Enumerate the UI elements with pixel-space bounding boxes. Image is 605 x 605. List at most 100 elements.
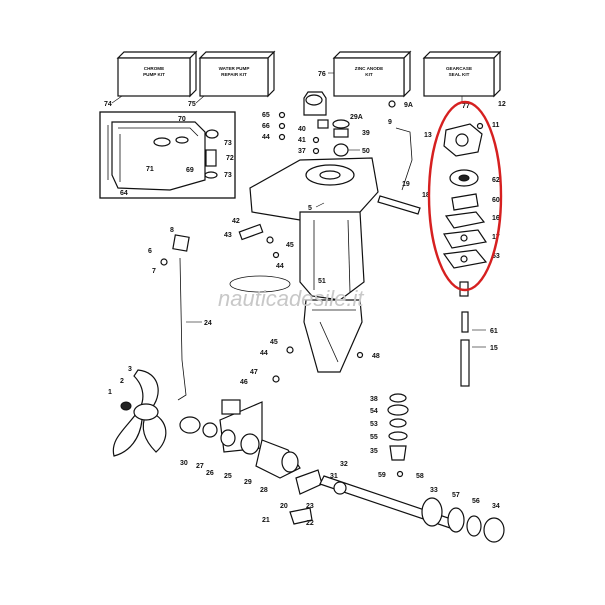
callout-58: 58: [416, 473, 424, 480]
callout-59: 59: [378, 472, 386, 479]
callout-25: 25: [224, 473, 232, 480]
callout-73: 73: [224, 140, 232, 147]
callout-23: 23: [306, 503, 314, 510]
callout-34: 34: [492, 503, 500, 510]
kit-label-line1: WATER PUMP: [219, 66, 250, 71]
callout-65: 65: [262, 112, 270, 119]
callout-11: 11: [492, 122, 500, 129]
callout-30: 30: [180, 460, 188, 467]
callout-60: 60: [492, 197, 500, 204]
driveshaft-housing: 5 51 48: [249, 157, 380, 373]
callout-69: 69: [186, 167, 194, 174]
callout-73b: 73: [224, 172, 232, 179]
small-parts-top: 65 66 44 40 41 37 29A 39 50 9A 9: [262, 91, 413, 191]
callout-6: 6: [148, 248, 152, 255]
callout-22: 22: [306, 520, 314, 527]
callout-29: 29: [244, 479, 252, 486]
propeller-shaft: 32 59 58 33 57 56 34: [319, 461, 505, 543]
callout-75: 75: [188, 101, 196, 108]
callout-57: 57: [452, 492, 460, 499]
callout-24: 24: [204, 320, 212, 327]
callout-76: 76: [318, 71, 326, 78]
callout-50: 50: [362, 148, 370, 155]
callout-48: 48: [372, 353, 380, 360]
inset-exhaust-housing: 70 73 72 73 69 71 64: [99, 111, 236, 199]
callout-44: 44: [262, 134, 270, 141]
callout-16: 16: [492, 215, 500, 222]
kit-box-zinc-anode: ZINC ANODE KIT 76: [318, 50, 412, 98]
shift-rod: 8 6 7 24: [148, 227, 212, 401]
callout-53: 53: [370, 421, 378, 428]
callout-47: 47: [250, 369, 258, 376]
callout-66: 66: [262, 123, 270, 130]
callout-54: 54: [370, 408, 378, 415]
callout-26: 26: [206, 470, 214, 477]
callout-40: 40: [298, 126, 306, 133]
callout-44c: 44: [260, 350, 268, 357]
callout-74: 74: [104, 101, 112, 108]
kit-box-gearcase-seal: GEARCASE SEAL KIT 77: [422, 50, 502, 110]
callout-9a: 9A: [404, 102, 413, 109]
callout-51: 51: [318, 278, 326, 285]
pinion-stack: 38 54 53 55 35: [370, 393, 409, 461]
callout-46: 46: [240, 379, 248, 386]
callout-28: 28: [260, 487, 268, 494]
callout-55: 55: [370, 434, 378, 441]
callout-64: 64: [120, 190, 128, 197]
kit-label-line2: KIT: [365, 72, 373, 77]
callout-27: 27: [196, 463, 204, 470]
shift-parts: 42 43 45 44: [224, 218, 294, 293]
callout-71: 71: [146, 166, 154, 173]
callout-29a: 29A: [350, 114, 363, 121]
callout-62: 62: [492, 177, 500, 184]
callout-35: 35: [370, 448, 378, 455]
water-pump-parts: 13 11 12 62 60 16 17 53 19 18: [377, 100, 506, 292]
callout-70: 70: [178, 116, 186, 123]
kit-box-water-pump-repair: WATER PUMP REPAIR KIT 75: [188, 50, 276, 108]
kit-label-line2: SEAL KIT: [449, 72, 470, 77]
callout-77: 77: [462, 103, 470, 110]
kit-label-line2: PUMP KIT: [143, 72, 165, 77]
callout-39: 39: [362, 130, 370, 137]
callout-12: 12: [498, 101, 506, 108]
callout-20: 20: [280, 503, 288, 510]
kit-label-line1: GEARCASE: [446, 66, 472, 71]
small-parts-mid: 45 44 47 46: [240, 339, 294, 386]
kit-box-chrome-pump: CHROME PUMP KIT 74: [104, 50, 198, 108]
watermark: nauticadesile.it: [218, 286, 364, 311]
callout-17: 17: [492, 234, 500, 241]
callout-7: 7: [152, 268, 156, 275]
callout-44b: 44: [276, 263, 284, 270]
callout-3: 3: [128, 366, 132, 373]
callout-18: 18: [422, 192, 430, 199]
callout-72: 72: [226, 155, 234, 162]
callout-1: 1: [108, 389, 112, 396]
callout-45b: 45: [270, 339, 278, 346]
callout-5: 5: [308, 205, 312, 212]
callout-19: 19: [402, 181, 410, 188]
callout-32: 32: [340, 461, 348, 468]
callout-53b: 53: [492, 253, 500, 260]
callout-61: 61: [490, 328, 498, 335]
propeller: 3 2 1: [108, 366, 167, 457]
callout-43: 43: [224, 232, 232, 239]
highlight-circle: [427, 100, 503, 292]
driveshaft: 61 15: [459, 281, 498, 387]
kit-label-line2: REPAIR KIT: [221, 72, 247, 77]
callout-33: 33: [430, 487, 438, 494]
callout-13: 13: [424, 132, 432, 139]
kit-label-line1: CHROME: [144, 66, 164, 71]
callout-38: 38: [370, 396, 378, 403]
callout-41: 41: [298, 137, 306, 144]
callout-31: 31: [330, 473, 338, 480]
callout-37: 37: [298, 148, 306, 155]
kit-label-line1: ZINC ANODE: [355, 66, 383, 71]
callout-15: 15: [490, 345, 498, 352]
callout-8: 8: [170, 227, 174, 234]
callout-9: 9: [388, 119, 392, 126]
callout-21: 21: [262, 517, 270, 524]
callout-42: 42: [232, 218, 240, 225]
callout-2: 2: [120, 378, 124, 385]
callout-45: 45: [286, 242, 294, 249]
